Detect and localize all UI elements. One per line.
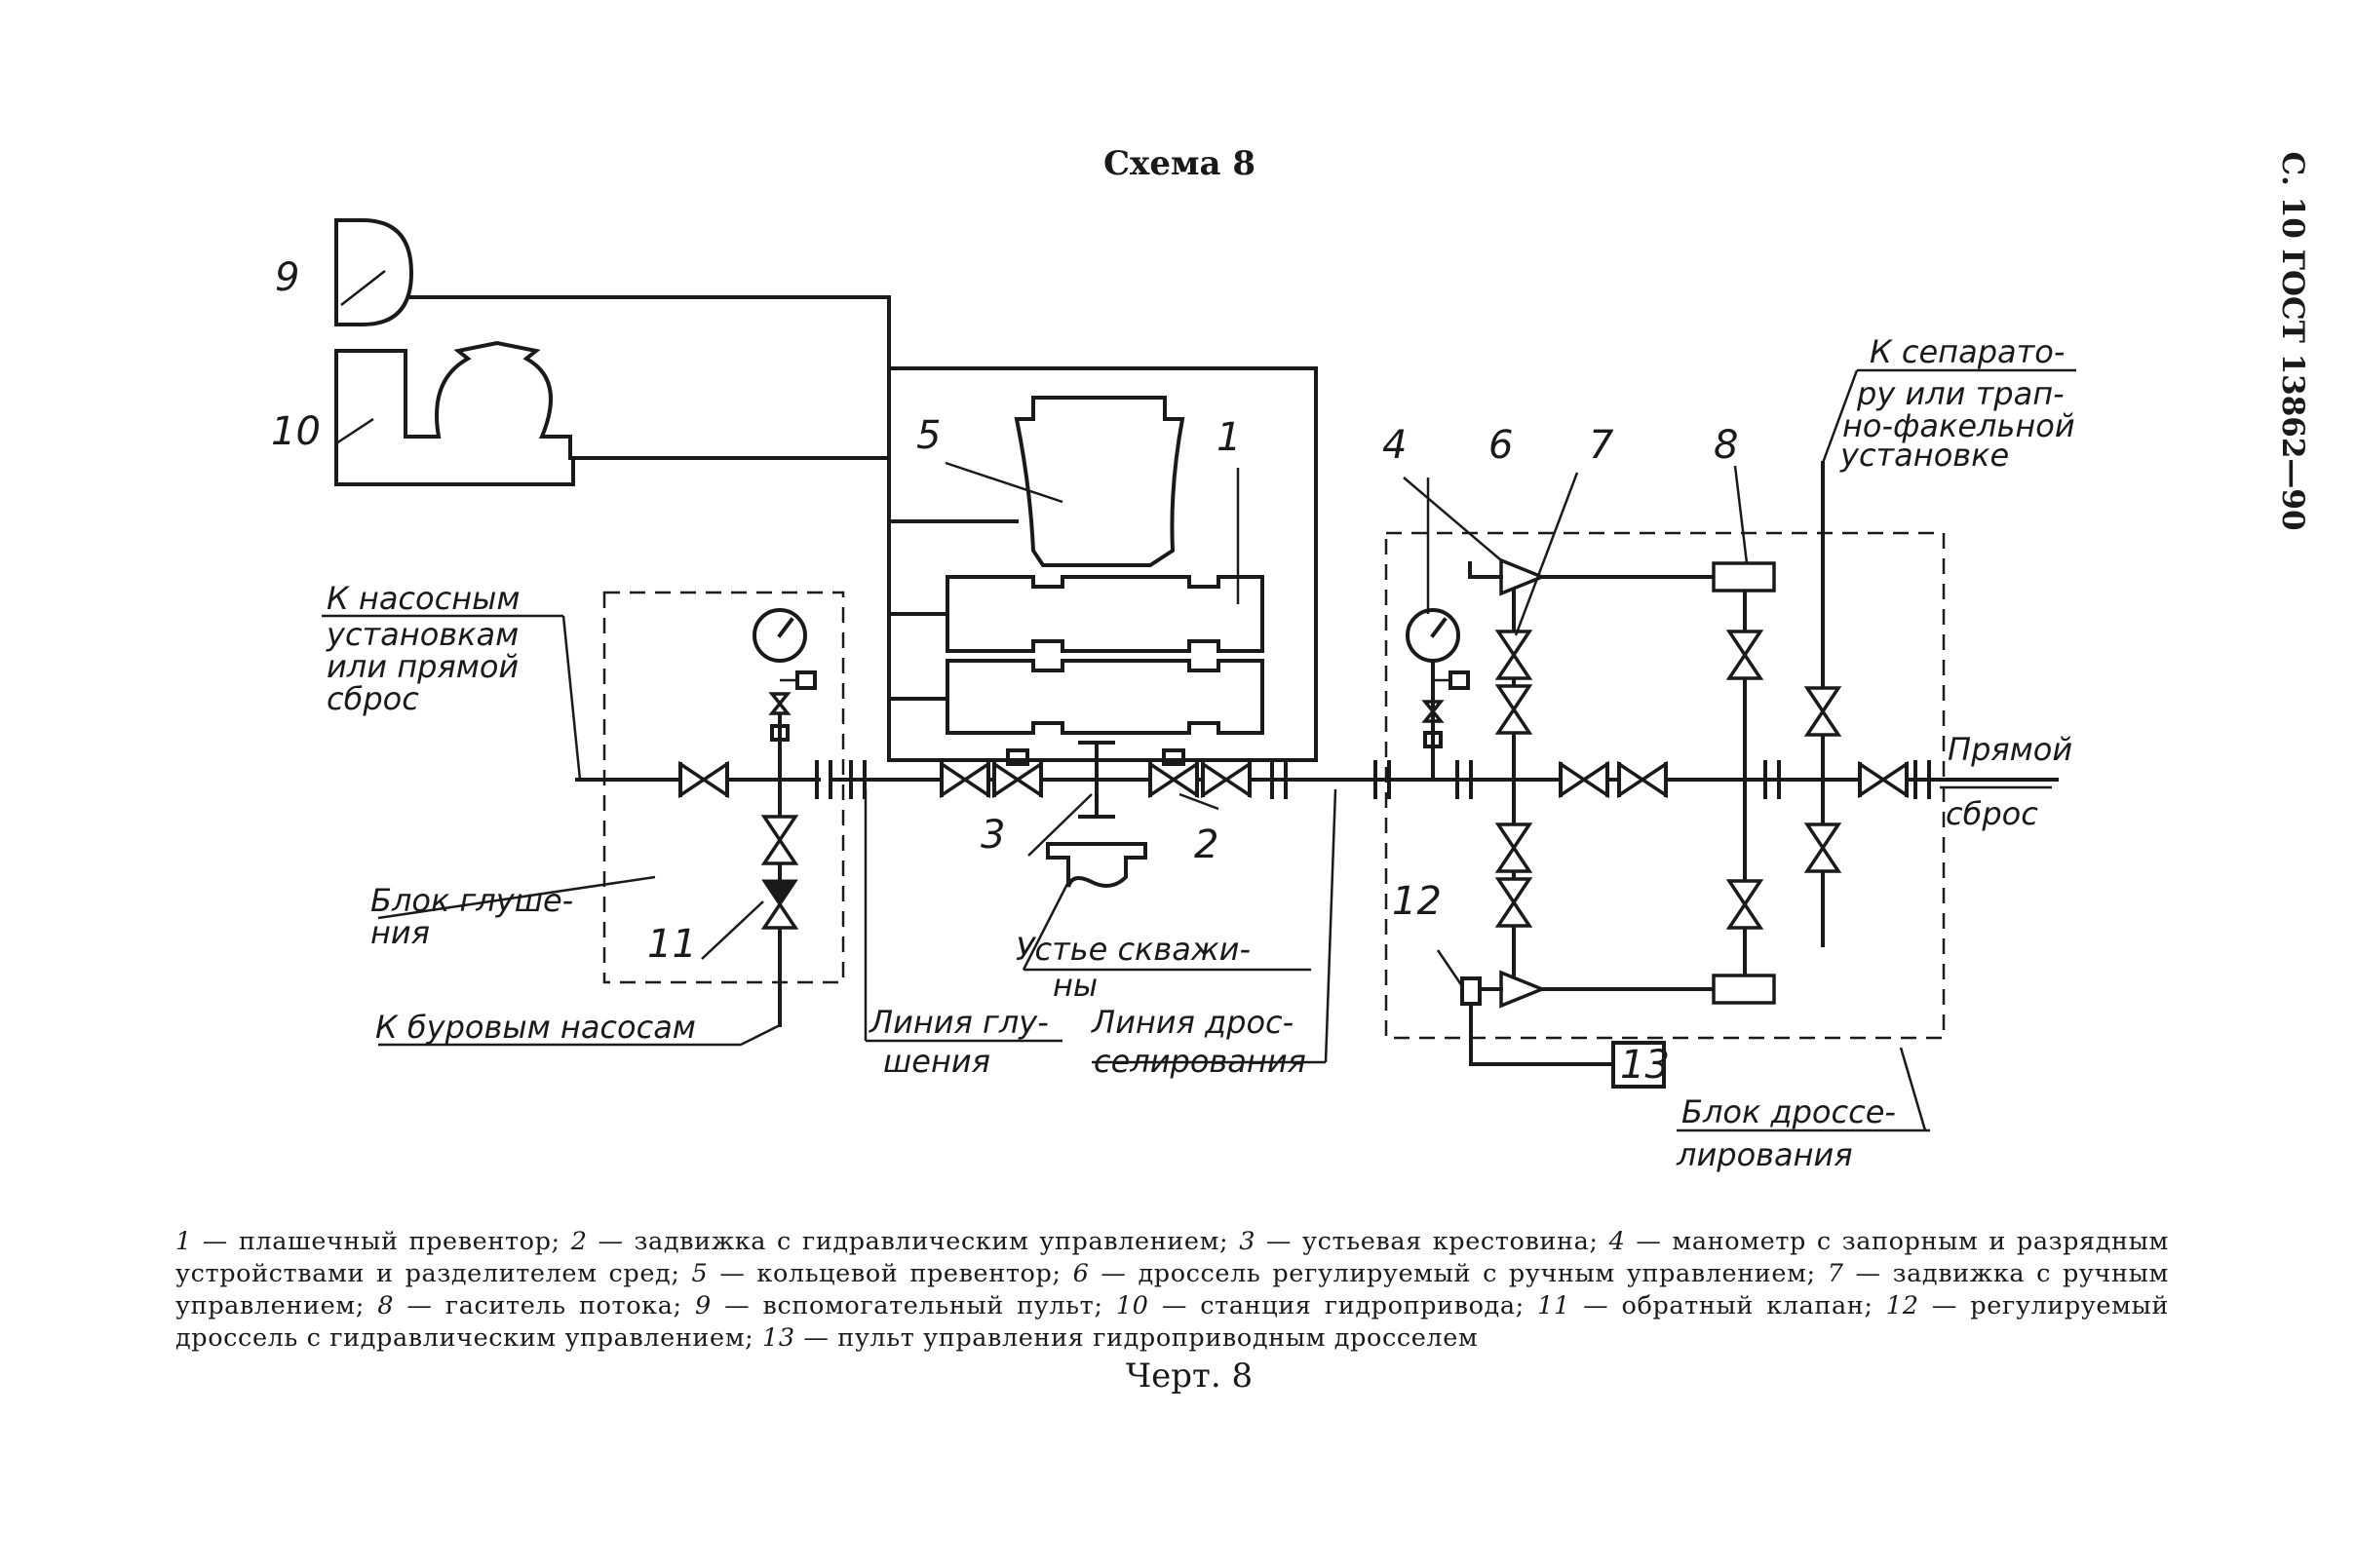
label-1: 1 — [1217, 415, 1241, 460]
separator-valve-upper — [1805, 686, 1840, 737]
ram-preventer-lower — [946, 659, 1264, 735]
label-kill-line-1: Линия глу- — [869, 1004, 1049, 1041]
manual-adjustable-choke — [1468, 557, 1747, 596]
label-to-separator-3: но-факельной — [1842, 407, 2075, 444]
kill-manual-valve-2 — [940, 762, 990, 797]
damper-valve-lower — [1727, 879, 1762, 930]
label-12: 12 — [1392, 879, 1442, 924]
discharge-valve — [1858, 762, 1909, 797]
manual-gate-valve-a1 — [1496, 630, 1531, 680]
annular-preventer — [1014, 396, 1185, 567]
wellhead — [1046, 842, 1147, 888]
label-to-pumps-3: или прямой — [327, 648, 519, 685]
flow-damper-lower — [1712, 974, 1776, 1005]
label-direct-discharge-2: сброс — [1946, 795, 2038, 832]
label-5: 5 — [916, 413, 941, 458]
kill-hydraulic-valve — [992, 762, 1043, 797]
choke-cross-valve-2 — [1617, 762, 1668, 797]
bop-stack-enclosure — [887, 366, 1318, 762]
ram-preventer-upper — [946, 575, 1264, 653]
label-to-pumps-1: К насосным — [327, 580, 521, 617]
legend-item-11: 11 — обратный клапан; — [1537, 1291, 1873, 1320]
label-to-drill-pumps: К буровым насосам — [375, 1009, 696, 1046]
leader-lines — [322, 270, 2076, 1132]
legend-item-3: 3 — устьевая крестовина; — [1239, 1227, 1599, 1256]
choke-hydraulic-actuator — [1162, 748, 1185, 766]
choke-hydraulic-valve — [1148, 762, 1199, 797]
label-kill-block-1: Блок глуше- — [370, 882, 573, 919]
kill-manual-valve — [678, 762, 729, 797]
legend-item-5: 5 — кольцевой превентор; — [691, 1259, 1062, 1288]
hydraulic-adjustable-choke — [1460, 970, 1747, 1066]
hydraulic-drive-station — [334, 340, 575, 486]
label-6: 6 — [1488, 423, 1513, 468]
figure-caption: Черт. 8 — [1125, 1357, 1254, 1396]
legend-item-7: 7 — задвижка с ручным управлением; — [175, 1259, 2169, 1320]
separator-valve-lower — [1805, 822, 1840, 873]
choke-manual-valve — [1201, 762, 1252, 797]
label-to-separator-4: установке — [1839, 437, 2009, 474]
wellhead-spool — [1078, 741, 1115, 819]
legend-item-13: 13 — пульт управления гидроприводным дро… — [762, 1323, 1479, 1353]
label-to-pumps-4: сброс — [327, 680, 419, 717]
manual-gate-valve-a3 — [1496, 822, 1531, 873]
scheme-title: Схема 8 — [1102, 144, 1256, 183]
choke-pressure-gauge — [1406, 608, 1470, 782]
label-to-separator-2: ру или трап- — [1856, 375, 2065, 412]
choke-control-panel — [1611, 1041, 1666, 1089]
auxiliary-panel — [334, 218, 414, 326]
label-direct-discharge-1: Прямой — [1948, 731, 2072, 768]
label-kill-block-2: ния — [370, 914, 430, 951]
label-wellhead-1: Устье скважи- — [1016, 931, 1251, 968]
label-to-separator-1: К сепарато- — [1870, 333, 2065, 370]
legend-item-8: 8 — гаситель потока; — [377, 1291, 682, 1320]
legend-item-2: 2 — задвижка с гидравлическим управление… — [570, 1227, 1229, 1256]
label-choke-block-1: Блок дроссе- — [1681, 1093, 1896, 1130]
label-to-pumps-2: установкам — [326, 616, 519, 653]
kill-riser-valve — [762, 815, 797, 865]
label-8: 8 — [1714, 423, 1738, 468]
label-wellhead-2: ны — [1053, 967, 1098, 1004]
flow-damper-upper — [1712, 561, 1776, 593]
label-11: 11 — [647, 922, 697, 967]
legend: 1 — плашечный превентор; 2 — задвижка с … — [175, 1226, 2169, 1355]
label-kill-line-2: шения — [883, 1043, 990, 1080]
choke-cross-valve-1 — [1559, 762, 1609, 797]
label-13: 13 — [1620, 1043, 1670, 1088]
kill-pressure-gauge — [753, 608, 817, 742]
label-3: 3 — [981, 813, 1005, 858]
legend-item-6: 6 — дроссель регулируемый с ручным управ… — [1072, 1259, 1816, 1288]
manual-gate-valve-a2 — [1496, 684, 1531, 735]
kill-block-boundary — [602, 591, 845, 984]
label-choke-line-1: Линия дрос- — [1091, 1004, 1294, 1041]
legend-item-4: 4 — манометр с запорным и разрядным устр… — [175, 1227, 2169, 1288]
label-10: 10 — [271, 409, 321, 454]
label-choke-block-2: лирования — [1676, 1136, 1853, 1173]
label-7: 7 — [1589, 423, 1614, 468]
legend-item-1: 1 — плашечный превентор; — [175, 1227, 560, 1256]
control-line-aux — [409, 295, 891, 370]
label-4: 4 — [1382, 423, 1407, 468]
choke-block-boundary — [1384, 531, 1946, 1040]
damper-valve-upper — [1727, 630, 1762, 680]
legend-item-12: 12 — регулируемый дроссель с гидравличес… — [175, 1291, 2169, 1353]
manual-gate-valve-a4 — [1496, 877, 1531, 928]
label-2: 2 — [1194, 822, 1218, 867]
label-choke-line-2: селирования — [1094, 1043, 1306, 1080]
legend-item-10: 10 — станция гидропривода; — [1115, 1291, 1525, 1320]
legend-item-9: 9 — вспомогательный пульт; — [695, 1291, 1103, 1320]
label-9: 9 — [275, 255, 299, 300]
kill-hydraulic-actuator — [1006, 748, 1029, 766]
check-valve — [760, 879, 799, 930]
